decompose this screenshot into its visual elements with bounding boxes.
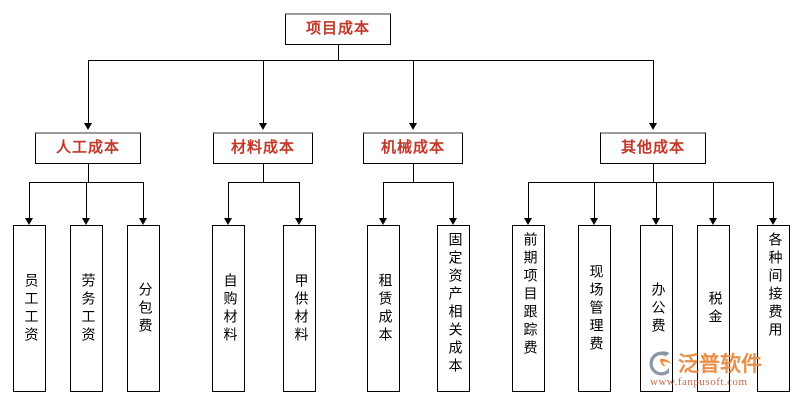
connector-machinery-stem	[413, 164, 414, 182]
node-other-cost-label: 其他成本	[620, 139, 685, 156]
connector-other-to-leaf-3	[656, 182, 657, 218]
node-employee-wages[interactable]: 员工工资	[13, 225, 46, 392]
connector-material-to-leaf-1	[228, 182, 229, 218]
arrow-to-material	[259, 123, 267, 130]
connector-material-to-leaf-2	[299, 182, 300, 218]
connector-other-bus	[528, 182, 773, 183]
node-owner-supplied-materials-label: 甲供材料	[292, 272, 308, 345]
node-labor-service-wages[interactable]: 劳务工资	[70, 225, 103, 392]
arrow-to-other	[649, 123, 657, 130]
arrow-to-taxes	[709, 218, 717, 225]
node-leasing-cost-label: 租赁成本	[376, 272, 392, 345]
connector-machinery-to-leaf-2	[453, 182, 454, 218]
arrow-to-fixed-asset-cost	[449, 218, 457, 225]
connector-other-stem	[653, 164, 654, 182]
connector-machinery-bus	[383, 182, 453, 183]
arrow-to-indirect-expenses	[769, 218, 777, 225]
node-owner-supplied-materials[interactable]: 甲供材料	[283, 225, 316, 392]
node-project-cost-label: 项目成本	[305, 20, 370, 37]
arrow-to-labor-service-wages	[82, 218, 90, 225]
connector-labor-stem	[88, 164, 89, 182]
connector-root-to-other	[653, 60, 654, 123]
connector-labor-to-leaf-1	[29, 182, 30, 218]
node-taxes-label: 税金	[706, 290, 722, 327]
node-office-expense-label: 办公费	[649, 281, 665, 336]
connector-root-to-material	[263, 60, 264, 123]
arrow-to-owner-supplied-materials	[295, 218, 303, 225]
connector-other-to-leaf-2	[594, 182, 595, 218]
connector-root-stem	[338, 45, 339, 61]
node-leasing-cost[interactable]: 租赁成本	[367, 225, 400, 392]
arrow-to-office-expense	[652, 218, 660, 225]
node-fixed-asset-related-cost-label: 固定资产相关成本	[446, 232, 462, 376]
node-early-project-tracking-fee[interactable]: 前期项目跟踪费	[512, 225, 545, 392]
connector-other-to-leaf-5	[773, 182, 774, 218]
connector-root-to-labor	[88, 60, 89, 123]
connector-root-bus	[88, 60, 653, 61]
node-self-purchased-materials[interactable]: 自购材料	[212, 225, 245, 392]
node-site-management-fee-label: 现场管理费	[587, 263, 603, 354]
node-subcontract-fee-label: 分包费	[136, 281, 152, 336]
arrow-to-site-management-fee	[590, 218, 598, 225]
node-machinery-cost-label: 机械成本	[380, 139, 445, 156]
arrow-to-early-project-tracking-fee	[524, 218, 532, 225]
node-indirect-expenses-label: 各种间接费用	[766, 232, 782, 340]
node-subcontract-fee[interactable]: 分包费	[127, 225, 160, 392]
node-site-management-fee[interactable]: 现场管理费	[578, 225, 611, 392]
node-machinery-cost[interactable]: 机械成本	[363, 132, 463, 164]
arrow-to-subcontract-fee	[139, 218, 147, 225]
connector-other-to-leaf-4	[713, 182, 714, 218]
node-labor-cost-label: 人工成本	[55, 139, 120, 156]
connector-labor-to-leaf-3	[143, 182, 144, 218]
connector-material-bus	[228, 182, 299, 183]
node-employee-wages-label: 员工工资	[22, 272, 38, 345]
connector-machinery-to-leaf-1	[383, 182, 384, 218]
node-self-purchased-materials-label: 自购材料	[221, 272, 237, 345]
connector-labor-to-leaf-2	[86, 182, 87, 218]
node-material-cost[interactable]: 材料成本	[213, 132, 313, 164]
node-other-cost[interactable]: 其他成本	[600, 132, 706, 164]
node-taxes[interactable]: 税金	[697, 225, 730, 392]
arrow-to-leasing-cost	[379, 218, 387, 225]
connector-other-to-leaf-1	[528, 182, 529, 218]
node-office-expense[interactable]: 办公费	[640, 225, 673, 392]
node-material-cost-label: 材料成本	[230, 139, 295, 156]
node-project-cost[interactable]: 项目成本	[285, 13, 391, 45]
node-labor-cost[interactable]: 人工成本	[35, 132, 141, 164]
node-fixed-asset-related-cost[interactable]: 固定资产相关成本	[437, 225, 470, 392]
arrow-to-employee-wages	[25, 218, 33, 225]
arrow-to-self-purchased-materials	[224, 218, 232, 225]
node-early-project-tracking-fee-label: 前期项目跟踪费	[521, 232, 537, 358]
arrow-to-labor	[84, 123, 92, 130]
arrow-to-machinery	[409, 123, 417, 130]
connector-material-stem	[263, 164, 264, 182]
connector-root-to-machinery	[413, 60, 414, 123]
node-labor-service-wages-label: 劳务工资	[79, 272, 95, 345]
node-indirect-expenses[interactable]: 各种间接费用	[757, 225, 790, 392]
